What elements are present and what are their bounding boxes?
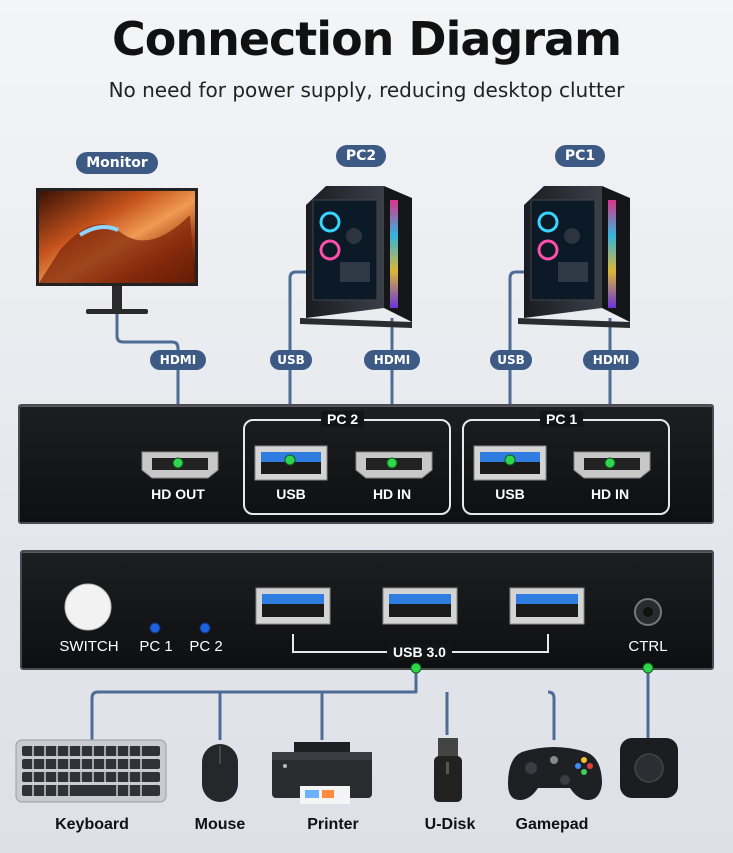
monitor-label: Monitor: [76, 152, 158, 174]
printer-icon: [272, 742, 372, 804]
mouse-icon: [202, 744, 238, 802]
gamepad-label: Gamepad: [515, 816, 589, 833]
pc2-usb-cable: [288, 270, 308, 460]
usb-30-label: USB 3.0: [387, 644, 452, 660]
page-subtitle: No need for power supply, reducing deskt…: [108, 78, 625, 102]
pc2-usb-label: USB: [276, 486, 306, 502]
pc1-usb-label: USB: [495, 486, 525, 502]
u-disk-label: U-Disk: [424, 816, 476, 833]
pc1-usb-cable-label: USB: [490, 350, 532, 370]
pc1-hd-in-label: HD IN: [590, 486, 630, 502]
page-title: Connection Diagram: [111, 12, 622, 66]
pc1-tower-icon: [518, 186, 630, 328]
u-disk-icon: [434, 738, 462, 802]
pc1-usb-cable: [508, 270, 528, 460]
printer-label: Printer: [307, 816, 359, 833]
monitor-hdmi-cable: [115, 312, 180, 462]
pc1-group-label: PC 1: [540, 411, 584, 427]
mouse-label: Mouse: [194, 816, 246, 833]
pc2-tower-icon: [300, 186, 412, 328]
pc2-usb-cable-label: USB: [270, 350, 312, 370]
ctrl-label: CTRL: [628, 638, 668, 655]
pc1-led-label: PC 1: [139, 638, 173, 655]
pc1-label: PC1: [555, 145, 605, 167]
monitor-icon: [36, 188, 198, 314]
keyboard-label: Keyboard: [55, 816, 129, 833]
keyboard-icon: [15, 739, 167, 803]
usb-hub-cable: [90, 652, 556, 740]
pc1-hdmi-cable-label: HDMI: [583, 350, 639, 370]
pc2-led-label: PC 2: [189, 638, 223, 655]
switch-label: SWITCH: [59, 638, 119, 655]
ctrl-remote-icon: [620, 738, 678, 798]
hd-out-label: HD OUT: [151, 486, 205, 502]
pc2-hdmi-cable-label: HDMI: [364, 350, 420, 370]
pc2-label: PC2: [336, 145, 386, 167]
pc2-group-label: PC 2: [321, 411, 365, 427]
gamepad-icon: [508, 747, 602, 800]
pc2-hd-in-label: HD IN: [372, 486, 412, 502]
monitor-hdmi-label: HDMI: [150, 350, 206, 370]
